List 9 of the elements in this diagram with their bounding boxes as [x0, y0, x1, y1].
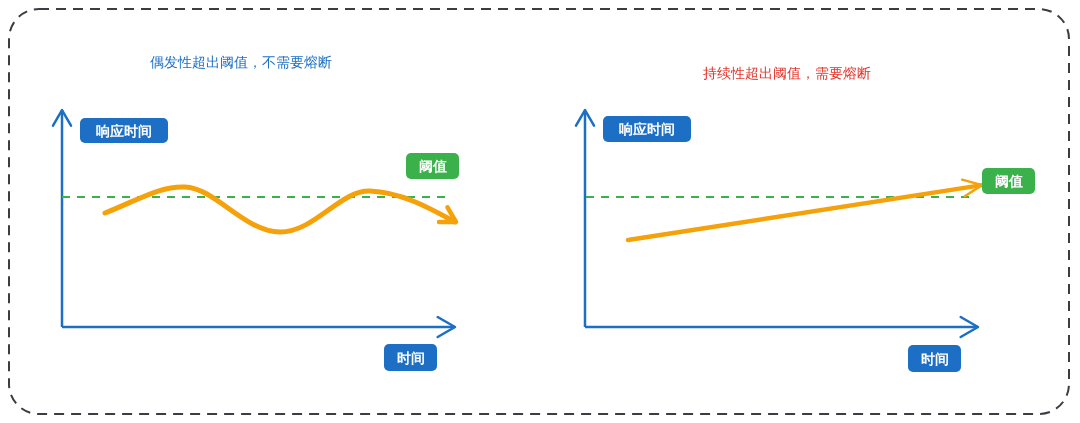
- y-axis-label: 响应时间: [80, 118, 168, 143]
- threshold-label: 阈值: [406, 153, 459, 179]
- x-axis-label: 时间: [908, 345, 961, 372]
- x-axis-label: 时间: [384, 344, 437, 371]
- chart-title: 偶发性超出阈值，不需要熔断: [150, 54, 332, 71]
- y-axis-label: 响应时间: [603, 116, 691, 142]
- chart-title: 持续性超出阈值，需要熔断: [703, 65, 871, 82]
- dashed-frame: [8, 8, 1070, 415]
- threshold-label: 阈值: [982, 168, 1035, 194]
